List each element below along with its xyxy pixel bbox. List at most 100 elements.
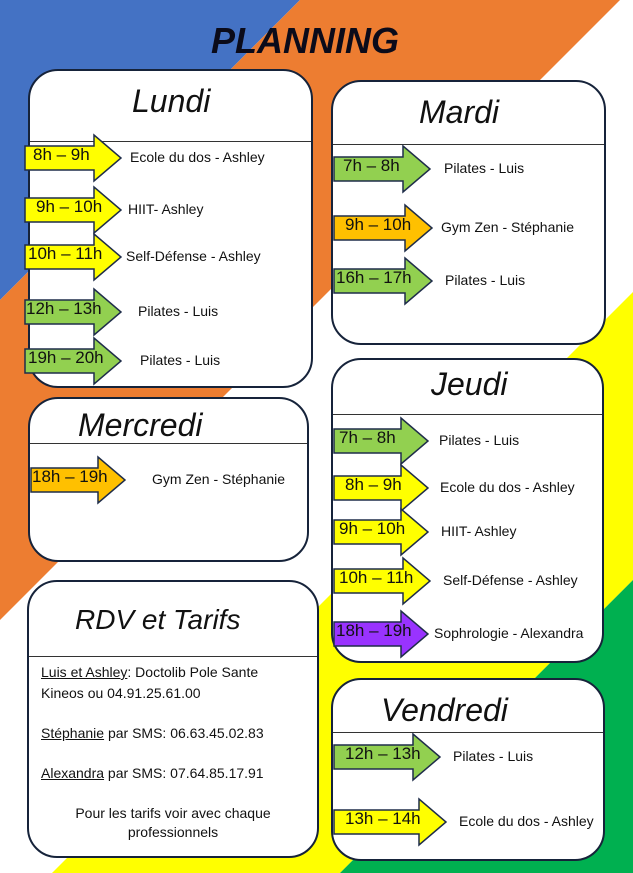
slot-time: 7h – 8h [343, 156, 400, 175]
slot-activity: Ecole du dos - Ashley [130, 149, 265, 165]
rdv-stephanie: Stéphanie par SMS: 06.63.45.02.83 [41, 725, 264, 741]
slot-time: 10h – 11h [339, 568, 414, 587]
slot-activity: Gym Zen - Stéphanie [441, 219, 575, 235]
time-arrow: 9h – 10h [333, 203, 433, 253]
day-card-jeudi: Jeudi 7h – 8h Pilates - Luis 8h – 9h Eco… [331, 358, 604, 663]
day-card-vendredi: Vendredi 12h – 13h Pilates - Luis 13h – … [331, 678, 605, 861]
slot-time: 8h – 9h [33, 145, 90, 164]
day-card-mardi: Mardi 7h – 8h Pilates - Luis 9h – 10h Gy… [331, 80, 606, 345]
rdv-luis-line1: Luis et Ashley: Doctolib Pole Sante [41, 664, 258, 680]
slot-row: 7h – 8h Pilates - Luis [333, 416, 602, 466]
slot-time: 13h – 14h [345, 809, 421, 828]
slot-row: 19h – 20h Pilates - Luis [24, 336, 311, 386]
slot-time: 8h – 9h [345, 475, 402, 494]
rdv-stephanie-name: Stéphanie [41, 725, 105, 741]
divider [29, 656, 317, 657]
arrow-shape [333, 256, 433, 306]
divider [333, 144, 604, 145]
slot-activity: Pilates - Luis [453, 748, 534, 764]
slot-activity: Pilates - Luis [439, 432, 520, 448]
slot-activity: Self-Défense - Ashley [443, 572, 578, 588]
time-arrow: 13h – 14h [333, 797, 447, 847]
slot-activity: Ecole du dos - Ashley [440, 479, 575, 495]
slot-time: 18h – 19h [32, 467, 108, 486]
slot-time: 9h – 10h [36, 197, 103, 216]
day-card-lundi: Lundi 8h – 9h Ecole du dos - Ashley 9h –… [24, 69, 313, 388]
slot-row: 8h – 9h Ecole du dos - Ashley [24, 133, 311, 183]
day-title-vendredi: Vendredi [381, 692, 508, 728]
time-arrow: 18h – 19h [333, 609, 429, 659]
divider [30, 141, 311, 142]
arrow-shape [30, 455, 126, 505]
slot-row: 12h – 13h Pilates - Luis [24, 287, 311, 337]
arrow-shape [24, 287, 122, 337]
arrow-shape [333, 203, 433, 253]
arrow-shape [333, 797, 447, 847]
rdv-luis-text: : Doctolib Pole Sante [127, 664, 259, 680]
arrow-shape [24, 185, 122, 235]
time-arrow: 10h – 11h [333, 556, 431, 606]
arrow-shape [24, 336, 122, 386]
slot-row: 12h – 13h Pilates - Luis [333, 732, 603, 782]
time-arrow: 18h – 19h [30, 455, 126, 505]
rdv-alexandra-text: par SMS: 07.64.85.17.91 [104, 765, 264, 781]
slot-row: 10h – 11h Self-Défense - Ashley [24, 232, 311, 282]
time-arrow: 9h – 10h [24, 185, 122, 235]
slot-row: 16h – 17h Pilates - Luis [333, 256, 604, 306]
slot-time: 9h – 10h [339, 519, 406, 538]
time-arrow: 8h – 9h [24, 133, 122, 183]
time-arrow: 12h – 13h [333, 732, 441, 782]
slot-activity: HIIT- Ashley [128, 201, 204, 217]
slot-activity: HIIT- Ashley [441, 523, 517, 539]
slot-activity: Ecole du dos - Ashley [459, 813, 594, 829]
day-title-mardi: Mardi [419, 94, 500, 130]
slot-activity: Pilates - Luis [445, 272, 526, 288]
divider [333, 732, 603, 733]
rdv-card: RDV et Tarifs Luis et Ashley: Doctolib P… [27, 580, 319, 858]
rdv-luis-name: Luis et Ashley [41, 664, 128, 680]
slot-row: 10h – 11h Self-Défense - Ashley [333, 556, 602, 606]
arrow-shape [333, 144, 431, 194]
slot-row: 9h – 10h Gym Zen - Stéphanie [333, 203, 604, 253]
day-card-mercredi: Mercredi 18h – 19h Gym Zen - Stéphanie [28, 397, 309, 562]
rdv-luis-line2: Kineos ou 04.91.25.61.00 [41, 685, 201, 701]
arrow-shape [333, 556, 431, 606]
time-arrow: 9h – 10h [333, 507, 429, 557]
slot-time: 18h – 19h [336, 621, 412, 640]
time-arrow: 7h – 8h [333, 416, 429, 466]
slot-row: 9h – 10h HIIT- Ashley [24, 185, 311, 235]
slot-activity: Gym Zen - Stéphanie [152, 471, 286, 487]
slot-time: 12h – 13h [26, 299, 102, 318]
rdv-title: RDV et Tarifs [75, 604, 241, 635]
arrow-shape [333, 463, 429, 513]
slot-time: 7h – 8h [339, 428, 396, 447]
day-title-jeudi: Jeudi [431, 366, 508, 402]
slot-row: 18h – 19h Sophrologie - Alexandra [333, 609, 602, 659]
time-arrow: 19h – 20h [24, 336, 122, 386]
slot-time: 19h – 20h [28, 348, 104, 367]
time-arrow: 8h – 9h [333, 463, 429, 513]
arrow-shape [333, 609, 429, 659]
slot-activity: Pilates - Luis [138, 303, 219, 319]
rdv-note-line1: Pour les tarifs voir avec chaque [75, 805, 271, 821]
time-arrow: 12h – 13h [24, 287, 122, 337]
page-title: PLANNING [211, 20, 399, 61]
slot-row: 8h – 9h Ecole du dos - Ashley [333, 463, 602, 513]
arrow-shape [24, 133, 122, 183]
arrow-shape [333, 416, 429, 466]
slot-time: 10h – 11h [28, 244, 103, 263]
slot-activity: Sophrologie - Alexandra [434, 625, 584, 641]
arrow-shape [333, 507, 429, 557]
slot-activity: Self-Défense - Ashley [126, 248, 261, 264]
slot-row: 9h – 10h HIIT- Ashley [333, 507, 602, 557]
slot-time: 16h – 17h [336, 268, 412, 287]
time-arrow: 16h – 17h [333, 256, 433, 306]
slot-activity: Pilates - Luis [140, 352, 221, 368]
divider [333, 414, 602, 415]
rdv-stephanie-text: par SMS: 06.63.45.02.83 [104, 725, 264, 741]
slot-row: 18h – 19h Gym Zen - Stéphanie [30, 455, 307, 505]
slot-time: 9h – 10h [345, 215, 412, 234]
slot-row: 13h – 14h Ecole du dos - Ashley [333, 797, 603, 847]
rdv-alexandra: Alexandra par SMS: 07.64.85.17.91 [41, 765, 264, 781]
time-arrow: 7h – 8h [333, 144, 431, 194]
